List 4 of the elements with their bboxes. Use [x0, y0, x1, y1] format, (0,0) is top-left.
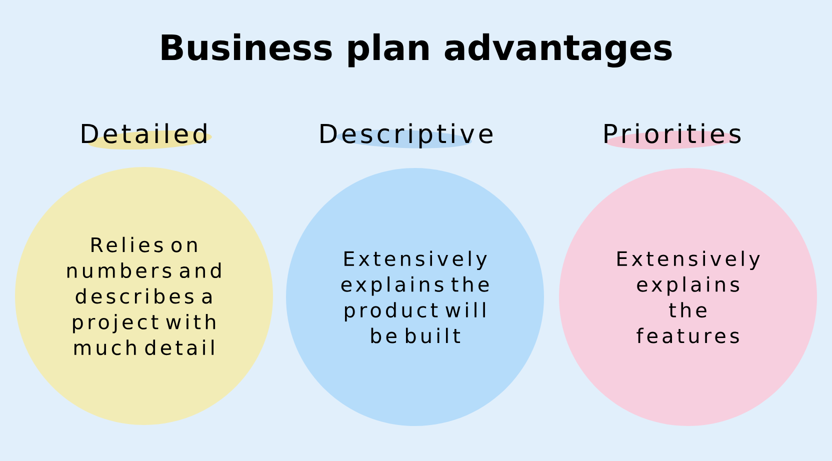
heading: Descriptive [320, 123, 492, 148]
heading: Detailed [82, 123, 212, 150]
heading: Priorities [604, 123, 741, 150]
title: Business plan advantages [162, 33, 672, 68]
